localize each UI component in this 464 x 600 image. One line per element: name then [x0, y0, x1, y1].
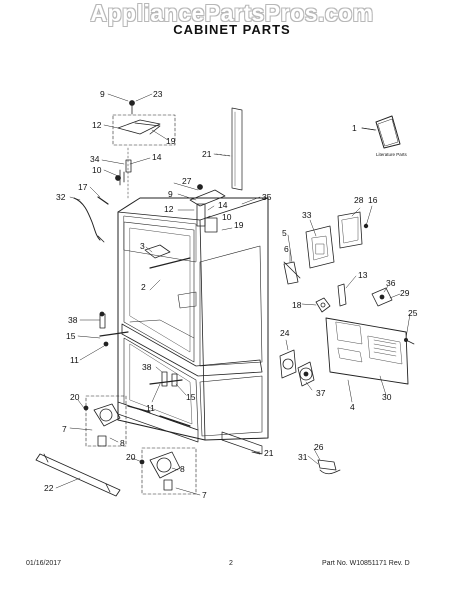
callout-14: 14	[218, 200, 228, 210]
callout-9: 9	[168, 189, 173, 199]
callout-34: 34	[90, 154, 100, 164]
callout-19: 19	[234, 220, 244, 230]
refrigerator-cabinet	[117, 197, 269, 443]
page-title: CABINET PARTS	[173, 22, 291, 37]
thermistor-clip	[315, 297, 331, 313]
footer-part-number: Part No. W10851171 Rev. D	[322, 560, 410, 567]
callout-16: 16	[368, 195, 378, 205]
callout-21: 21	[202, 149, 212, 159]
callout-12: 12	[164, 204, 174, 214]
top-hinge-assembly-left	[112, 100, 176, 201]
callout-15: 15	[66, 331, 76, 341]
callout-12: 12	[92, 120, 102, 130]
callout-3: 3	[140, 241, 145, 251]
condenser-fan-assembly	[279, 349, 315, 387]
callout-38: 38	[68, 315, 78, 325]
watermark: AppliancePartsPros.com	[90, 0, 374, 26]
callout-14: 14	[152, 152, 162, 162]
callout-23: 23	[153, 89, 163, 99]
leader-lines	[55, 93, 411, 496]
callout-7: 7	[62, 424, 67, 434]
callout-17: 17	[78, 182, 88, 192]
callout-7: 7	[202, 490, 207, 500]
rear-access-panel	[325, 317, 415, 385]
callout-5: 5	[282, 228, 287, 238]
callout-29: 29	[400, 288, 410, 298]
callout-21: 21	[264, 448, 274, 458]
drain-tube	[73, 197, 105, 243]
callout-8: 8	[120, 438, 125, 448]
center-hinge-left	[99, 311, 129, 347]
compressor-bracket	[371, 287, 393, 307]
callout-2: 2	[141, 282, 146, 292]
top-hinge-assembly-right	[189, 184, 226, 233]
callout-35: 35	[262, 192, 272, 202]
wire-harness	[317, 459, 341, 475]
callout-11: 11	[70, 355, 79, 365]
callout-13: 13	[358, 270, 368, 280]
leveling-leg-right	[139, 447, 197, 495]
callout-32: 32	[56, 192, 66, 202]
electronic-control-board	[283, 211, 369, 285]
callout-31: 31	[298, 452, 308, 462]
center-hinge-right	[149, 371, 183, 387]
callout-1: 1	[352, 123, 357, 133]
trim-strip-upper	[215, 107, 243, 191]
callout-38: 38	[142, 362, 152, 372]
callout-labels: 9 23 12 19 21 1 34 14 10 27 9 35 32 17 1…	[44, 89, 418, 500]
cover-strip	[337, 283, 347, 307]
callout-36: 36	[386, 278, 396, 288]
literature-booklet	[361, 115, 401, 149]
callout-4: 4	[350, 402, 355, 412]
trim-strip-lower	[221, 431, 263, 455]
callout-6: 6	[284, 244, 289, 254]
callout-10: 10	[222, 212, 232, 222]
callout-19: 19	[166, 136, 176, 146]
callout-30: 30	[382, 392, 392, 402]
callout-37: 37	[316, 388, 326, 398]
leveling-leg-left	[83, 395, 127, 447]
callout-26: 26	[314, 442, 324, 452]
callout-11: 11	[146, 403, 155, 413]
footer-date: 01/16/2017	[26, 560, 62, 567]
callout-15: 15	[186, 392, 196, 402]
callout-24: 24	[280, 328, 290, 338]
callout-33: 33	[302, 210, 312, 220]
callout-20: 20	[126, 452, 136, 462]
callout-22: 22	[44, 483, 54, 493]
callout-9: 9	[100, 89, 105, 99]
base-rail	[35, 453, 121, 497]
callout-8: 8	[180, 464, 185, 474]
callout-10: 10	[92, 165, 102, 175]
callout-28: 28	[354, 195, 364, 205]
callout-25: 25	[408, 308, 418, 318]
literature-label: Literature Parts	[376, 152, 408, 157]
footer-page-number: 2	[229, 560, 233, 567]
misc-screws-left	[97, 175, 121, 205]
callout-27: 27	[182, 176, 192, 186]
callout-18: 18	[292, 300, 302, 310]
callout-20: 20	[70, 392, 80, 402]
